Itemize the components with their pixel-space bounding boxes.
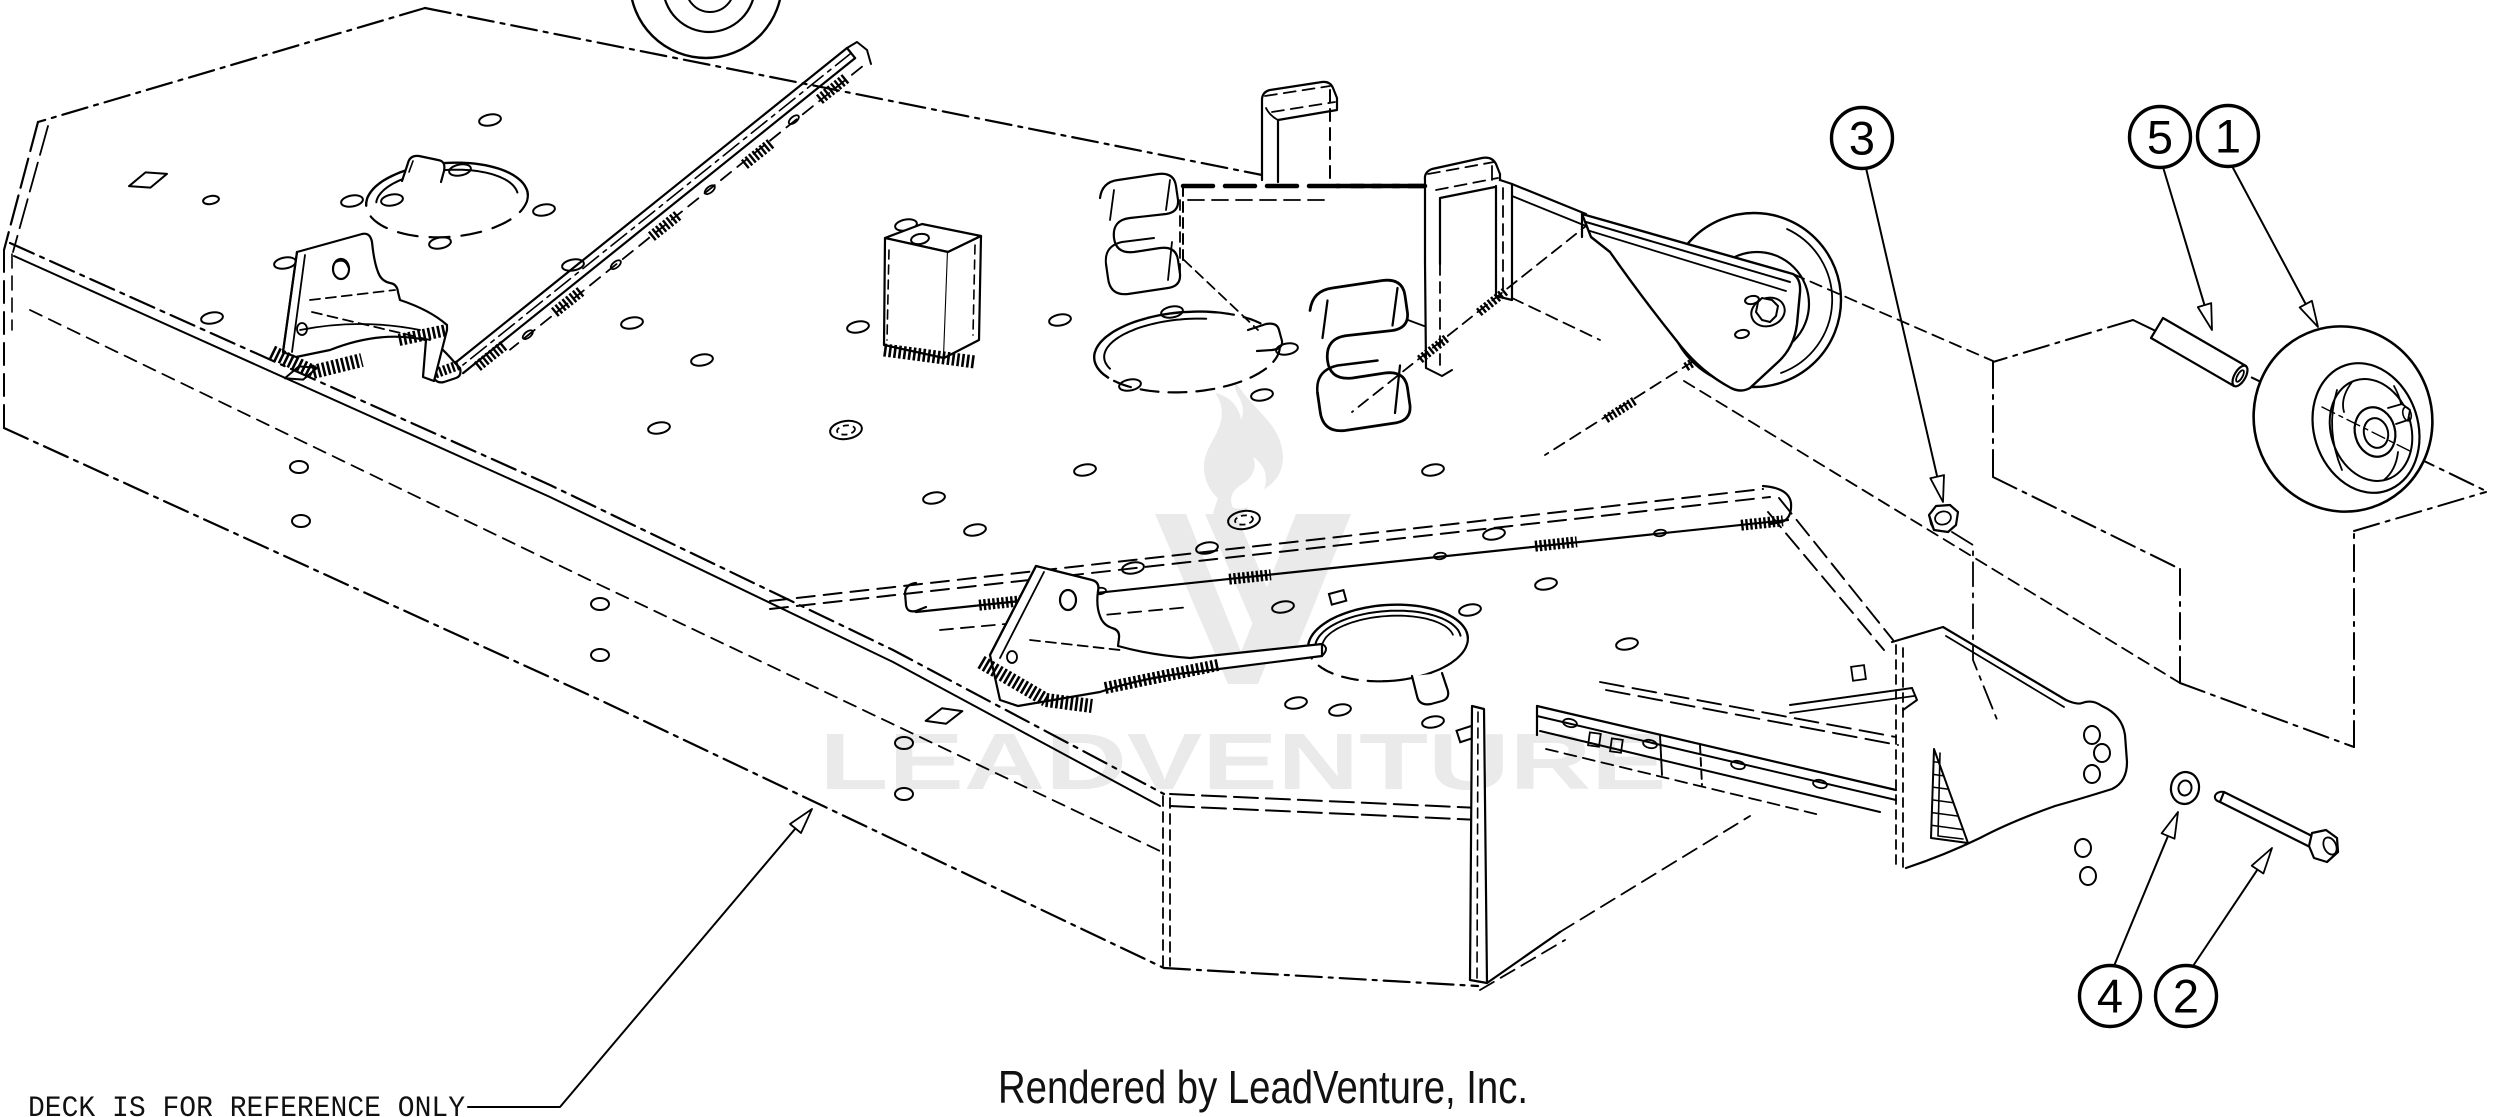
svg-text:DECK IS FOR REFERENCE ONLY: DECK IS FOR REFERENCE ONLY <box>28 1092 465 1117</box>
svg-text:1: 1 <box>2215 110 2241 163</box>
svg-text:LEADVENTURE: LEADVENTURE <box>820 717 1667 806</box>
svg-text:4: 4 <box>2097 970 2123 1023</box>
svg-text:3: 3 <box>1849 112 1875 165</box>
svg-text:Rendered by LeadVenture, Inc.: Rendered by LeadVenture, Inc. <box>998 1061 1528 1113</box>
svg-text:2: 2 <box>2173 970 2199 1023</box>
svg-text:5: 5 <box>2147 111 2173 164</box>
